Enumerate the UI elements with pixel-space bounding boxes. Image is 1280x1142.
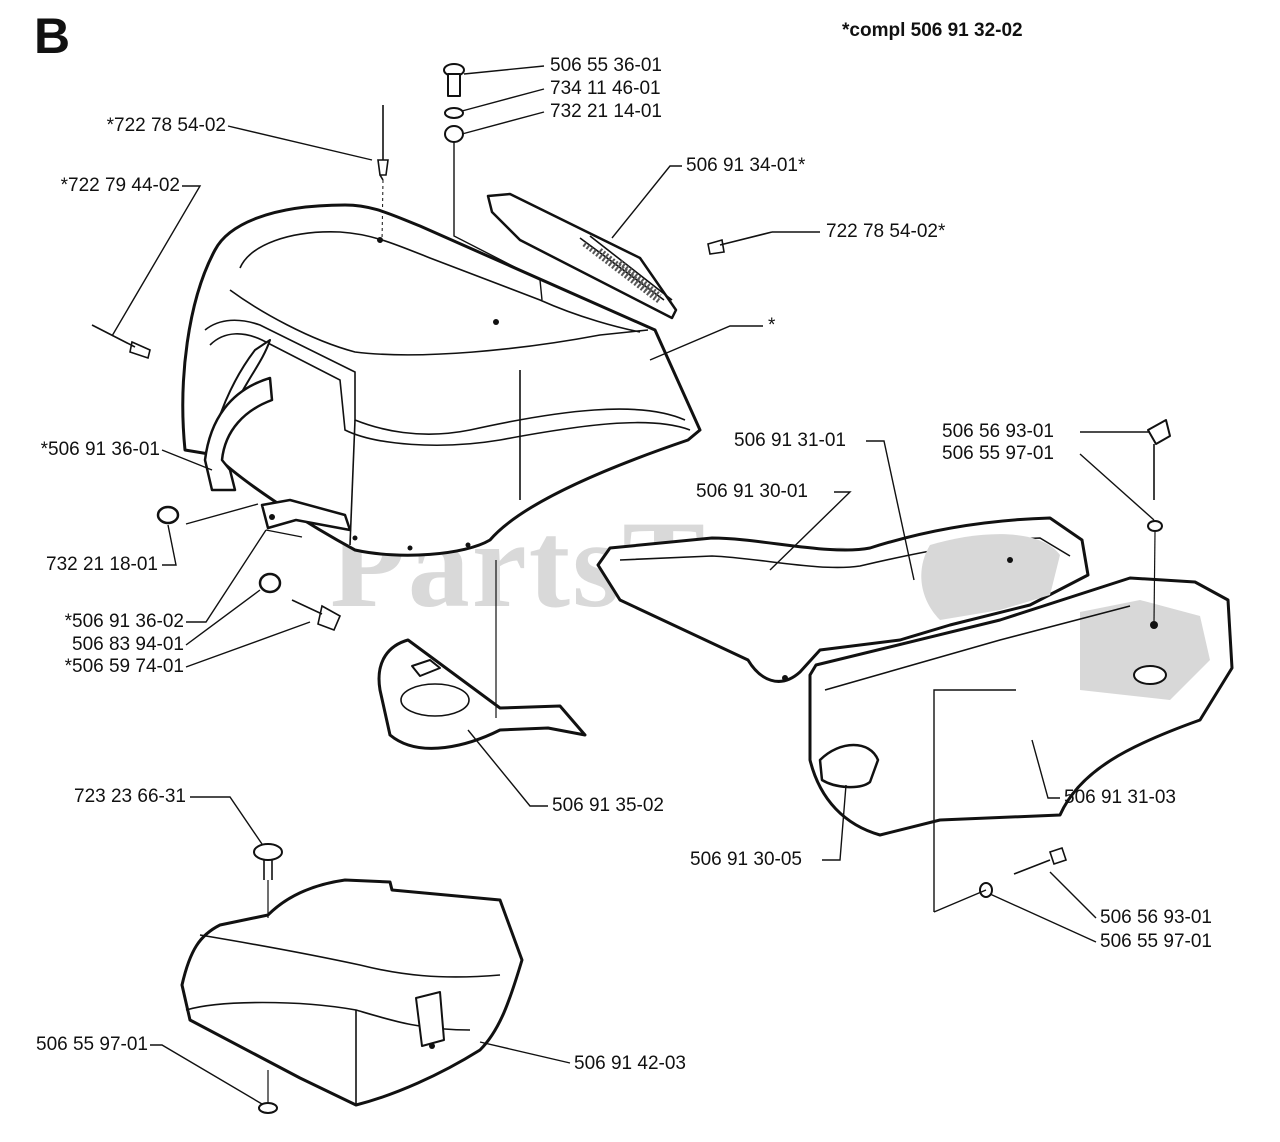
callout-506-83-94-01: 506 83 94-01 bbox=[72, 634, 184, 655]
callout-732-21-18-01: 732 21 18-01 bbox=[46, 554, 158, 575]
washer-506-83-94-01 bbox=[258, 572, 282, 594]
callout-506-91-31-03: 506 91 31-03 bbox=[1064, 787, 1176, 808]
callout-722-78-54-02-right: 722 78 54-02* bbox=[826, 221, 946, 242]
callout-506-59-74-01: *506 59 74-01 bbox=[64, 656, 184, 677]
pin-left bbox=[91, 324, 151, 360]
callout-506-91-42-03: 506 91 42-03 bbox=[574, 1053, 686, 1074]
callout-506-56-93-01-top: 506 56 93-01 bbox=[942, 421, 1054, 442]
knob-723-23-66-31 bbox=[253, 843, 283, 918]
pin-right bbox=[707, 231, 773, 255]
callout-506-55-97-01-right: 506 55 97-01 bbox=[1100, 931, 1212, 952]
callout-506-91-36-01: *506 91 36-01 bbox=[40, 439, 160, 460]
pin-top bbox=[377, 105, 389, 243]
battery-cover bbox=[180, 878, 524, 1107]
fender-506-91-31-03 bbox=[808, 576, 1234, 837]
callout-506-91-34-01: 506 91 34-01* bbox=[686, 155, 806, 176]
callout-732-21-14-01: 732 21 14-01 bbox=[550, 101, 662, 122]
complete-assembly-note: *compl 506 91 32-02 bbox=[842, 20, 1023, 41]
callout-506-91-30-01: 506 91 30-01 bbox=[696, 481, 808, 502]
callout-722-78-54-02-left: *722 78 54-02 bbox=[106, 115, 226, 136]
callout-722-79-44-02: *722 79 44-02 bbox=[60, 175, 180, 196]
seat-pan bbox=[596, 516, 1090, 683]
bracket-506-91-36-01 bbox=[203, 376, 274, 492]
callout-506-55-97-01-top: 506 55 97-01 bbox=[942, 443, 1054, 464]
bolt-stack-top bbox=[443, 63, 543, 301]
callout-506-91-31-01: 506 91 31-01 bbox=[734, 430, 846, 451]
screw-506-56-93-01-bottom bbox=[979, 846, 1068, 898]
screw-506-56-93-01-top bbox=[1147, 419, 1171, 623]
callout-506-91-36-02: *506 91 36-02 bbox=[64, 611, 184, 632]
leader-lines bbox=[111, 65, 1155, 1105]
callout-506-56-93-01-bottom: 506 56 93-01 bbox=[1100, 907, 1212, 928]
bolt-506-59-74-01 bbox=[291, 599, 342, 632]
grille-plate bbox=[486, 192, 678, 320]
callout-734-11-46-01: 734 11 46-01 bbox=[550, 78, 661, 99]
nut-732-21-18-01 bbox=[156, 505, 180, 525]
bracket-506-91-36-02 bbox=[260, 498, 352, 532]
callout-506-55-36-01: 506 55 36-01 bbox=[550, 55, 662, 76]
callout-asterisk: * bbox=[768, 315, 776, 336]
section-letter: B bbox=[34, 8, 71, 64]
callout-506-55-97-01-bottom: 506 55 97-01 bbox=[36, 1034, 148, 1055]
funnel-506-91-35-02 bbox=[377, 560, 587, 750]
washer-506-55-97-01-bottom bbox=[258, 1070, 278, 1114]
callout-506-91-30-05: 506 91 30-05 bbox=[690, 849, 802, 870]
callout-723-23-66-31: 723 23 66-31 bbox=[74, 786, 186, 807]
footrest-506-91-30-05 bbox=[818, 743, 880, 789]
callout-506-91-35-02: 506 91 35-02 bbox=[552, 795, 664, 816]
